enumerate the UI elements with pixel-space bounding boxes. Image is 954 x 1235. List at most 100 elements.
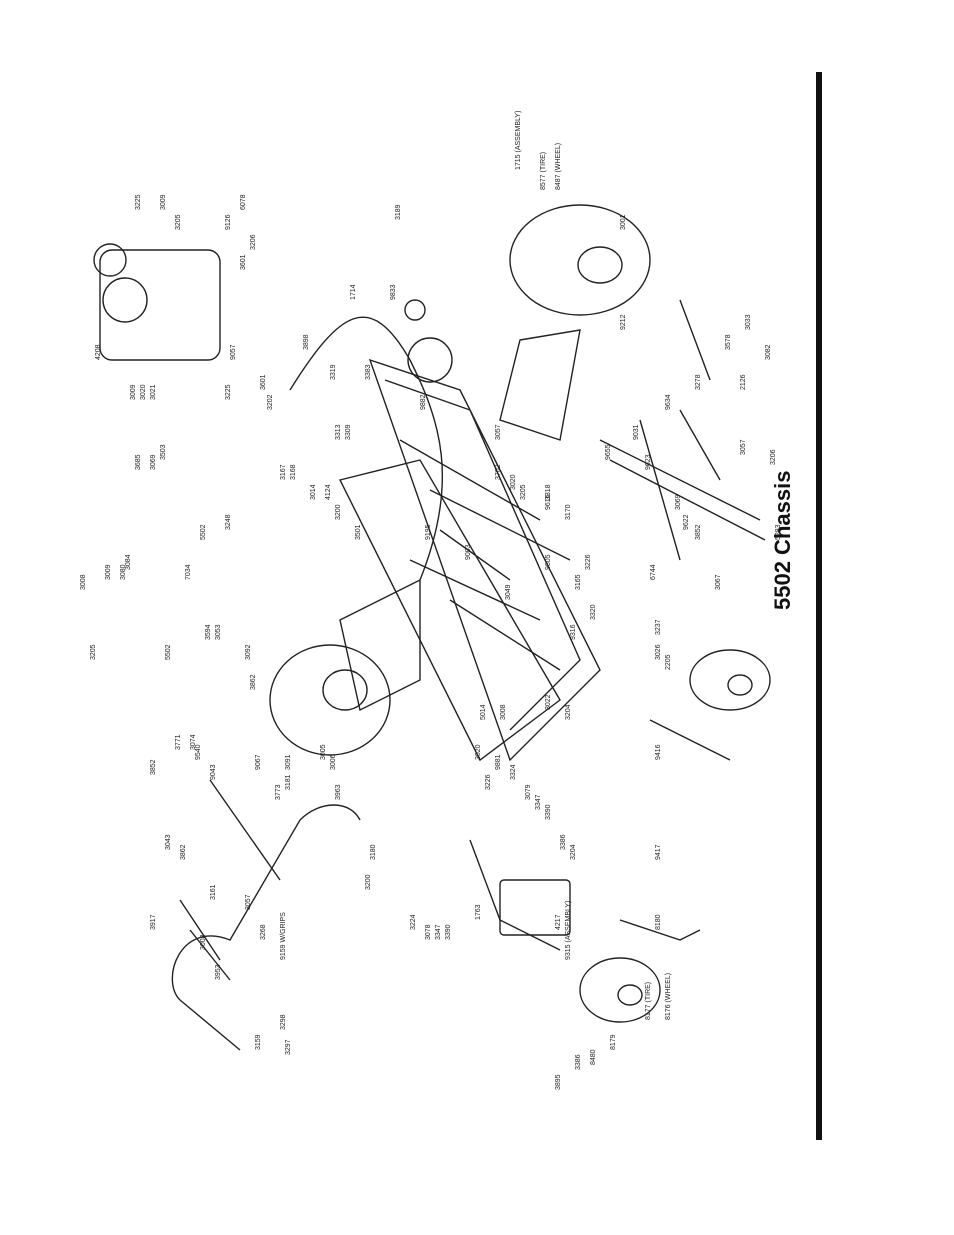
part-label-p3009c: 3009: [105, 564, 112, 580]
part-label-p3225b: 3225: [135, 194, 142, 210]
part-label-p3200b: 3200: [335, 504, 342, 520]
part-label-p3297: 3297: [285, 1039, 292, 1055]
part-label-p3069b: 3069: [675, 494, 682, 510]
part-label-p3601b: 3601: [240, 254, 247, 270]
part-label-p3202: 3202: [267, 394, 274, 410]
part-label-p3020c: 3020: [510, 474, 517, 490]
part-label-p9622: 9622: [683, 514, 690, 530]
part-label-p9057: 9057: [230, 344, 237, 360]
part-label-p3205: 3205: [175, 214, 182, 230]
part-label-p9634: 9634: [665, 394, 672, 410]
part-label-p3008b: 3008: [200, 934, 207, 950]
part-label-p3225: 3225: [225, 384, 232, 400]
part-label-p3082: 3082: [765, 344, 772, 360]
part-label-p3917: 3917: [150, 914, 157, 930]
part-label-p3092: 3092: [245, 644, 252, 660]
part-label-p3578: 3578: [725, 334, 732, 350]
part-label-p9212: 9212: [620, 314, 627, 330]
part-label-p4208: 4208: [95, 344, 102, 360]
part-label-p3161: 3161: [210, 884, 217, 900]
part-label-p3033: 3033: [745, 314, 752, 330]
part-label-p9655: 9655: [605, 444, 612, 460]
part-label-p3226: 3226: [585, 554, 592, 570]
part-label-p3206b: 3206: [770, 449, 777, 465]
part-label-p5283: 5283: [775, 524, 782, 540]
part-label-p3852: 3852: [150, 759, 157, 775]
part-label-p3091: 3091: [285, 754, 292, 770]
part-label-p5502b: 5502: [165, 644, 172, 660]
part-label-p9881: 9881: [495, 754, 502, 770]
part-label-p3685: 3685: [135, 454, 142, 470]
part-label-p3167: 3167: [280, 464, 287, 480]
part-label-p3078: 3078: [425, 924, 432, 940]
part-label-p9003: 9003: [465, 544, 472, 560]
part-label-p3021: 3021: [150, 384, 157, 400]
part-label-p9195: 9195: [425, 524, 432, 540]
part-label-p3852b: 3852: [695, 524, 702, 540]
part-label-p9126: 9126: [225, 214, 232, 230]
part-label-p3862b: 3862: [250, 674, 257, 690]
part-label-p2205: 2205: [665, 654, 672, 670]
part-label-p8177: 8177 (TIRE): [645, 982, 652, 1020]
part-label-p3009: 3009: [130, 384, 137, 400]
right-border-rule: [816, 72, 822, 1140]
part-label-p3390: 3390: [545, 804, 552, 820]
part-label-p3026: 3026: [655, 644, 662, 660]
part-label-p9159: 9159 W/GRIPS: [280, 912, 287, 960]
part-label-p2126: 2126: [740, 374, 747, 390]
part-label-p3008c: 3008: [80, 574, 87, 590]
part-label-p3043: 3043: [165, 834, 172, 850]
part-label-p3084: 3084: [125, 554, 132, 570]
part-label-p3953: 3953: [215, 964, 222, 980]
part-label-p3594: 3594: [205, 624, 212, 640]
part-label-p3168: 3168: [290, 464, 297, 480]
part-label-p3237: 3237: [655, 619, 662, 635]
part-label-p3383: 3383: [365, 364, 372, 380]
part-label-p8487: 8487 (WHEEL): [555, 143, 562, 190]
part-label-p9623: 9623: [645, 454, 652, 470]
part-label-p3226b: 3226: [485, 774, 492, 790]
part-label-p3180: 3180: [370, 844, 377, 860]
part-label-p3057b: 3057: [245, 894, 252, 910]
part-label-p3347: 3347: [535, 794, 542, 810]
part-label-p3224: 3224: [410, 914, 417, 930]
part-label-p3001: 3001: [620, 214, 627, 230]
part-label-p9616: 9616: [545, 494, 552, 510]
part-label-p3069: 3069: [150, 454, 157, 470]
part-label-p3057: 3057: [740, 439, 747, 455]
part-label-p8176: 8176 (WHEEL): [665, 973, 672, 1020]
part-label-p6744: 6744: [650, 564, 657, 580]
part-label-p3020: 3020: [140, 384, 147, 400]
part-label-p3189: 3189: [395, 204, 402, 220]
part-label-p3079: 3079: [525, 784, 532, 800]
part-label-p3862: 3862: [180, 844, 187, 860]
part-label-p3318: 3318: [545, 484, 552, 500]
part-label-p3170: 3170: [565, 504, 572, 520]
part-label-p3501: 3501: [355, 524, 362, 540]
part-label-p3165: 3165: [575, 574, 582, 590]
part-label-p8577: 8577 (TIRE): [540, 152, 547, 190]
part-label-p9833: 9833: [390, 284, 397, 300]
part-label-p1714: 1714: [350, 284, 357, 300]
part-label-p3074: 3074: [190, 734, 197, 750]
part-label-p3503: 3503: [160, 444, 167, 460]
part-label-p8480: 8480: [590, 1049, 597, 1065]
part-label-p3248: 3248: [225, 514, 232, 530]
part-label-p3008: 3008: [500, 704, 507, 720]
part-label-p1715: 1715 (ASSEMBLY): [515, 111, 522, 170]
part-label-p3005: 3005: [320, 744, 327, 760]
drawing-linework: [93, 204, 771, 1051]
part-label-p1763: 1763: [475, 904, 482, 920]
part-label-p3049: 3049: [505, 584, 512, 600]
part-label-p3268: 3268: [260, 924, 267, 940]
part-label-p3020b: 3020: [475, 744, 482, 760]
part-label-p3206: 3206: [250, 234, 257, 250]
part-label-p9882: 9882: [420, 394, 427, 410]
part-label-p3386b: 3386: [560, 834, 567, 850]
part-label-p3181: 3181: [285, 774, 292, 790]
part-label-p3205b: 3205: [90, 644, 97, 660]
part-label-p3006: 3006: [330, 754, 337, 770]
